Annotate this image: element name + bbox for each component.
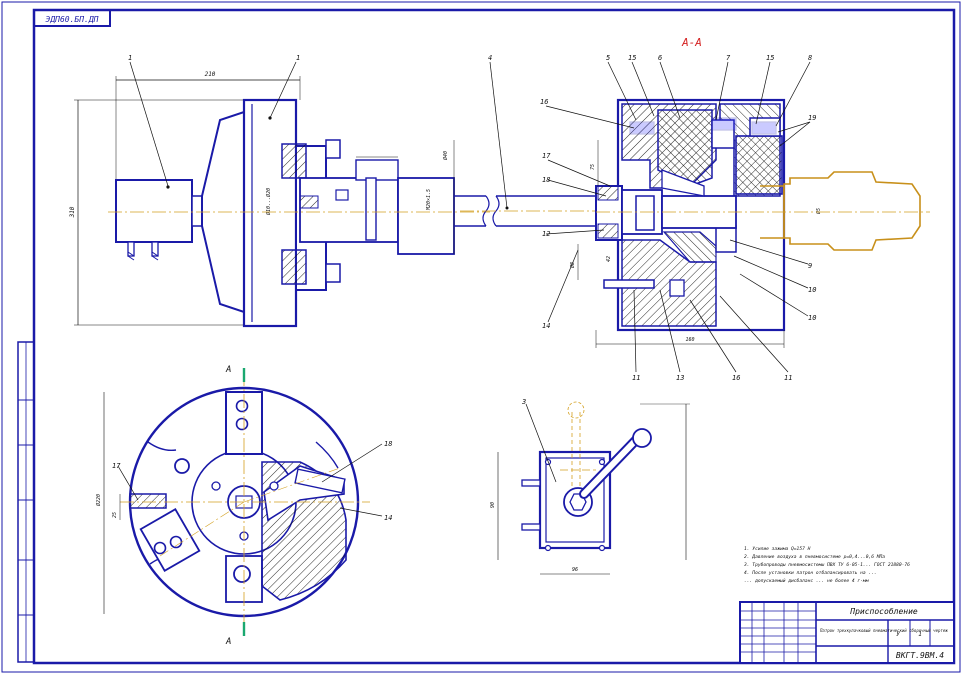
dim-side-length: 75 (590, 164, 596, 170)
section-a-a: А-А Ø5 (569, 36, 930, 348)
callout-12: 12 (542, 230, 550, 238)
callout-1b: 1 (296, 54, 300, 62)
callout-19: 19 (808, 114, 816, 122)
dim-bottom-length: 160 (685, 337, 694, 343)
callout-1a: 1 (128, 54, 132, 62)
dim-plan-diameter: Ø220 (95, 494, 102, 506)
title-block-name: Приспособление (849, 606, 918, 616)
note-1: 1. Усилие зажима Q=157 Н (744, 546, 811, 552)
callout-14b: 14 (384, 514, 392, 522)
dim-hinge: 42 (606, 256, 612, 262)
callout-18b: 18 (384, 440, 392, 448)
callout-16a: 16 (540, 98, 548, 106)
dim-inset-width: 96 (572, 567, 578, 573)
dim-left-height: 310 (69, 206, 76, 218)
callout-17: 17 (542, 152, 551, 160)
dim-right-diameter: Ø40 (442, 151, 449, 160)
title-block-sheet: 1 (918, 631, 922, 638)
dim-small: Ø8 (569, 262, 576, 268)
callout-11a: 11 (632, 374, 640, 382)
dim-top-width: 210 (205, 71, 216, 78)
top-stamp: ЭДП60.БП.ДП (33, 9, 111, 27)
note-5: ... допускаемый дисбаланс ... не более 4… (744, 577, 869, 584)
title-block-code: ВКГТ.9ВМ.4 (896, 651, 944, 660)
title-block-description: Патрон трехкулачковый пневматический сбо… (819, 628, 948, 633)
dim-inset-height: 90 (490, 502, 496, 508)
section-mark-top: А (225, 365, 231, 375)
callout-15b: 15 (766, 54, 774, 62)
callout-3: 3 (521, 398, 526, 406)
callout-9: 9 (808, 262, 812, 270)
note-2: 2. Давление воздуха в пневмосистеме p=0,… (744, 554, 885, 560)
dim-thread2: M20×1.5 (426, 189, 432, 211)
note-3: 3. Трубопроводы пневмосистемы ПВХ ТУ 6-0… (743, 561, 910, 568)
callout-10a: 10 (808, 286, 816, 294)
dim-plan-small: 25 (112, 512, 118, 518)
callout-6: 6 (658, 54, 662, 62)
callout-numbers: 1 1 4 5 15 6 7 15 8 19 16 17 18 12 14 11… (112, 54, 816, 522)
note-4: 4. После установки патрон отбалансироват… (744, 569, 877, 576)
dim-thread1: Ø10...Ø20 (265, 188, 272, 215)
title-block-stage: У (896, 631, 900, 638)
chuck-plan-view: А А Ø220 25 (95, 365, 370, 647)
callout-10b: 10 (808, 314, 816, 322)
callout-17b: 17 (112, 462, 121, 470)
section-title: А-А (681, 36, 702, 49)
callout-15a: 15 (628, 54, 636, 62)
callout-8: 8 (808, 54, 812, 62)
top-stamp-text: ЭДП60.БП.ДП (46, 15, 99, 24)
callout-11b: 11 (784, 374, 792, 382)
connecting-rod (454, 195, 600, 227)
callout-7: 7 (726, 54, 731, 62)
callout-leaders (117, 61, 811, 517)
title-block: Приспособление Патрон трехкулачковый пне… (739, 601, 955, 664)
callout-14: 14 (542, 322, 550, 330)
callout-13: 13 (676, 374, 684, 382)
callout-4: 4 (488, 54, 492, 62)
dim-right-diameter-small: Ø5 (815, 208, 822, 214)
callout-16b: 16 (732, 374, 740, 382)
valve-view: 90 96 (490, 401, 690, 575)
section-mark-bottom: А (225, 637, 231, 647)
callout-18: 18 (542, 176, 550, 184)
callout-5: 5 (606, 54, 610, 62)
pneumatic-cylinder-view: 210 310 Ø10...Ø20 M20×1.5 (69, 71, 490, 328)
technical-notes: 1. Усилие зажима Q=157 Н 2. Давление воз… (743, 546, 910, 584)
